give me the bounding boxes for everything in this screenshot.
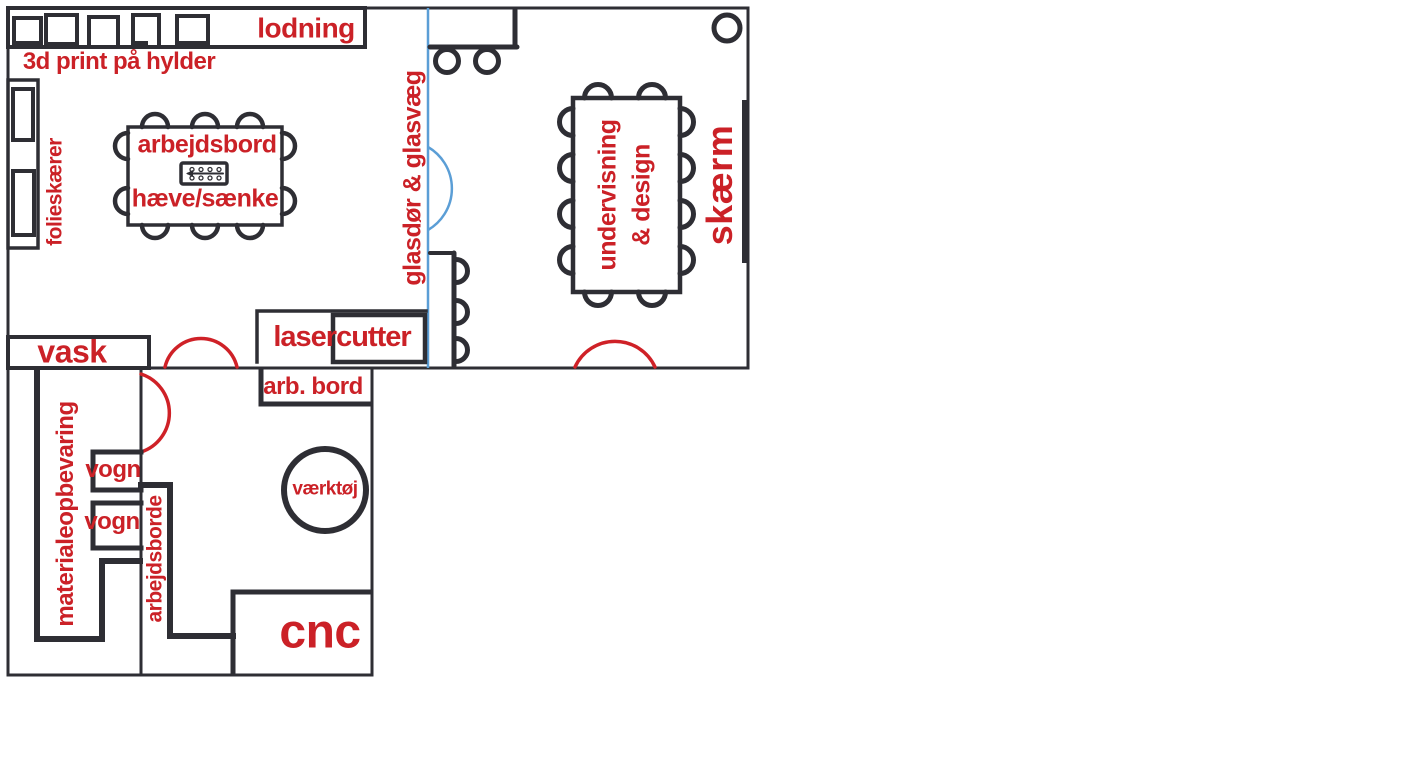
door-swing-arcs — [139, 336, 657, 454]
chair-arc — [279, 185, 298, 217]
label-cart-1: vogn — [85, 455, 141, 483]
label-work-table-small: arb. bord — [263, 372, 363, 400]
glass-wall-side-table — [428, 250, 470, 369]
door-swing-arc — [139, 372, 172, 454]
worktable — [112, 111, 298, 241]
label-cart-2: vogn — [84, 507, 140, 535]
chair-arc — [557, 198, 576, 230]
label-foil-cutter: folieskærer — [43, 138, 67, 246]
label-soldering: lodning — [257, 12, 355, 44]
label-glass-wall: glasdør & glasvæg — [398, 70, 427, 286]
stool — [433, 47, 461, 75]
door-swing-arc — [573, 339, 657, 369]
chair-arc — [279, 130, 298, 162]
label-3d-print-shelf: 3d print på hylder — [22, 47, 216, 75]
chair-arc — [557, 244, 576, 276]
label-worktable: arbejdsbord — [137, 130, 277, 159]
door-swing-arc — [163, 336, 239, 369]
printer-box — [44, 13, 79, 46]
chair-arc — [234, 222, 266, 241]
printer-box — [175, 14, 210, 45]
sink-counter — [6, 335, 151, 370]
chair-arc — [636, 289, 668, 308]
label-teaching-line1: undervisning — [593, 119, 622, 271]
label-teaching-table: undervisning & design — [591, 120, 659, 271]
chair-arc — [677, 106, 696, 138]
teaching-table — [557, 82, 696, 308]
foil-cutter-machine — [11, 87, 35, 142]
chair-arc — [139, 222, 171, 241]
material-storage-shelves — [34, 367, 143, 642]
label-tools: værktøj — [292, 478, 358, 500]
tools-circle — [281, 446, 369, 534]
lasercutter-unit — [255, 309, 428, 365]
chair-arc — [557, 106, 576, 138]
chair-arc — [453, 298, 470, 326]
label-cnc: cnc — [279, 605, 361, 659]
chair-arc — [677, 244, 696, 276]
label-sink: vask — [37, 333, 107, 370]
chair-arc — [453, 336, 470, 364]
printer-box — [87, 15, 120, 46]
soldering-shelf — [6, 6, 367, 49]
chair-arc — [677, 198, 696, 230]
foil-cutter-unit — [6, 78, 40, 250]
chair-arc — [557, 152, 576, 184]
table-control-panel — [179, 161, 229, 186]
glass-wall — [426, 8, 454, 368]
chair-arc — [677, 152, 696, 184]
printer-box — [131, 13, 161, 45]
cnc-machine — [230, 589, 374, 675]
chair-arc — [636, 82, 668, 101]
work-tables-row — [138, 482, 236, 639]
top-side-table — [427, 7, 520, 75]
foil-cutter-machine — [11, 169, 36, 237]
lasercutter-machine — [330, 312, 428, 365]
label-material-storage: materialeopbevaring — [51, 401, 79, 627]
chair-arc — [582, 82, 614, 101]
chair-arc — [582, 289, 614, 308]
small-work-table — [258, 366, 373, 407]
chair-arc — [112, 130, 131, 162]
label-worktable-height: hæve/sænke — [131, 184, 279, 213]
label-work-tables: arbejdsborde — [143, 495, 167, 623]
chair-arc — [189, 222, 221, 241]
corner-column — [711, 12, 743, 44]
printer-box — [12, 16, 43, 45]
cart-2 — [90, 500, 144, 551]
chair-arc — [139, 111, 171, 130]
stool — [473, 47, 501, 75]
lower-room-wall — [6, 366, 374, 677]
label-screen: skærm — [699, 124, 741, 246]
label-lasercutter: lasercutter — [273, 321, 411, 354]
chair-arc — [112, 185, 131, 217]
chair-arc — [189, 111, 221, 130]
cart-1 — [90, 449, 144, 493]
chair-arc — [453, 257, 470, 285]
label-teaching-line2: & design — [627, 144, 655, 246]
chair-arc — [234, 111, 266, 130]
glass-door-swing-arc — [427, 145, 454, 232]
